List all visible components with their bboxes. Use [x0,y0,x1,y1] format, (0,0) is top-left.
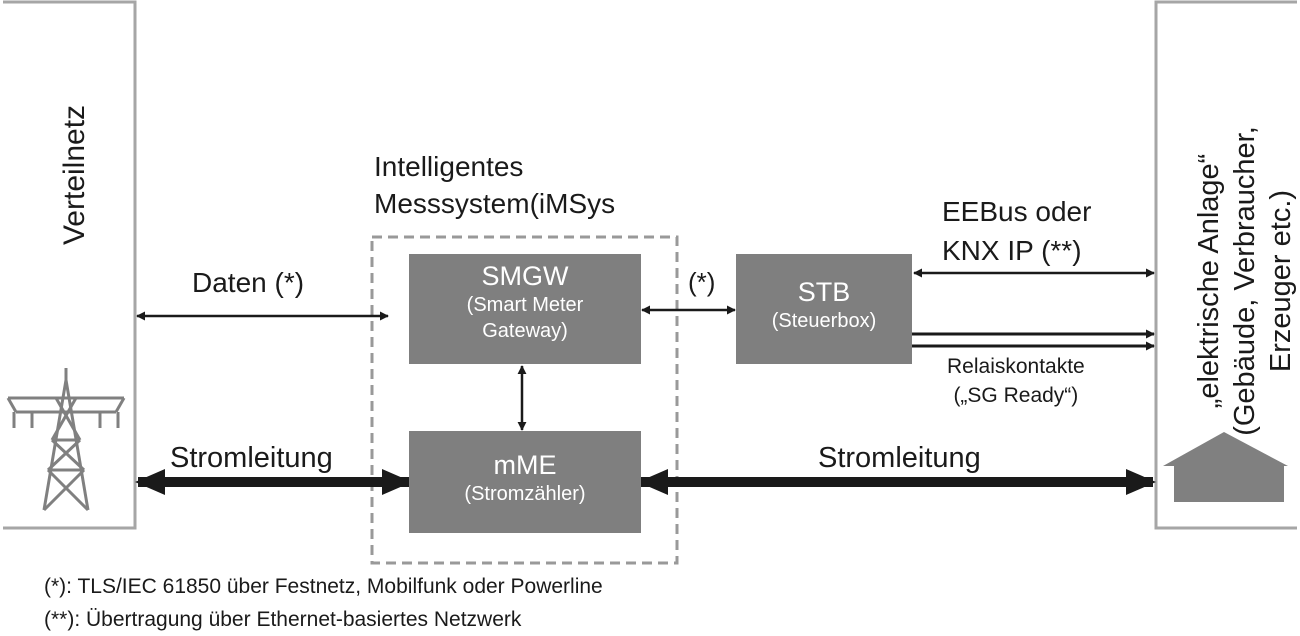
power-line-right-label: Stromleitung [818,442,981,474]
power-line-left-label: Stromleitung [170,442,333,474]
mme-subtitle: (Stromzähler) [464,483,586,505]
relay-contacts-label: Relaiskontakte („SG Ready“) [947,355,1085,407]
distribution-grid-frame [3,0,137,530]
electrical-installation-frame [1154,0,1297,530]
mme-title: mME [493,450,557,480]
smgw-title: SMGW [481,261,569,291]
distribution-grid-label: Verteilnetz [58,104,91,246]
mme-box: mME (Stromzähler) [409,431,641,533]
stb-box: STB (Steuerbox) [736,254,912,364]
electrical-installation-label: „elektrische Anlage“ (Gebäude, Verbrauch… [1193,126,1297,436]
stb-subtitle: (Steuerbox) [771,310,877,332]
footnote-1: (*): TLS/IEC 61850 über Festnetz, Mobilf… [44,575,603,598]
house-icon [1163,432,1288,502]
imsys-title: Intelligentes Messsystem(iMSys [374,151,616,219]
eebus-label: EEBus oder KNX IP (**) [942,196,1092,266]
stb-title: STB [797,277,851,307]
footnote-2: (**): Übertragung über Ethernet-basierte… [44,608,522,631]
smgw-subtitle-2: Gateway) [482,320,568,342]
smgw-stb-label: (*) [688,267,716,297]
smgw-subtitle-1: (Smart Meter [466,294,584,316]
smgw-box: SMGW (Smart Meter Gateway) [409,254,641,364]
transmission-tower-icon [6,368,126,512]
data-label: Daten (*) [192,267,305,298]
imsys-boundary [370,235,679,565]
